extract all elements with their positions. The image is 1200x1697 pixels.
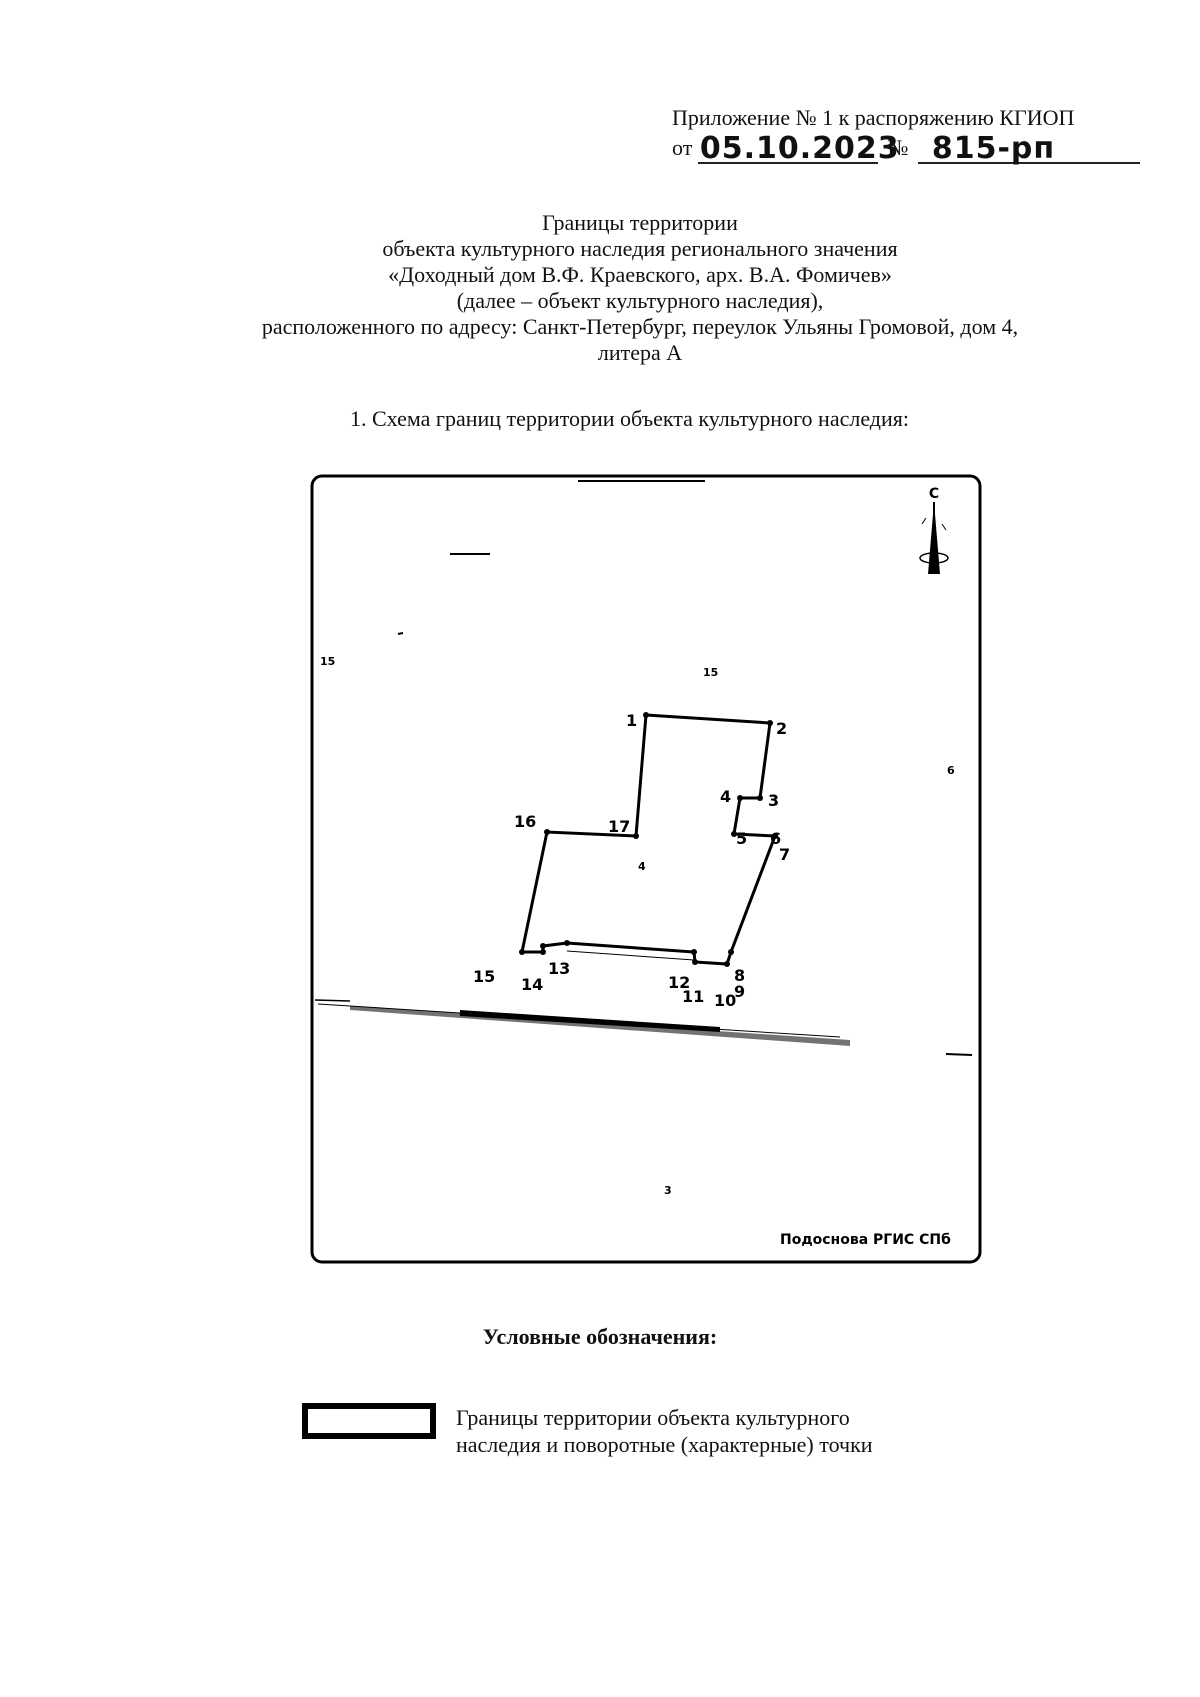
basemap-line (314, 999, 351, 1002)
order-date: 05.10.2023 (699, 131, 900, 166)
source-caption: Подоснова РГИС СПб (780, 1232, 951, 1248)
title-line: литера А (597, 340, 683, 365)
legend-title: Условные обозначения: (482, 1324, 718, 1349)
boundary-point (519, 949, 525, 955)
boundary-point (692, 959, 698, 965)
boundary-point (691, 949, 697, 955)
boundary-point (540, 943, 546, 949)
point-label: 14 (521, 975, 543, 994)
title-line: «Доходный дом В.Ф. Краевского, арх. В.А.… (388, 262, 892, 287)
parcel-label: 6 (947, 764, 955, 777)
appendix-text: Приложение № 1 к распоряжению КГИОП (672, 105, 1075, 130)
point-label: 13 (548, 959, 570, 978)
number-label: № (887, 135, 909, 160)
legend-item-text: Границы территории объекта культурного н… (456, 1404, 873, 1458)
boundary-point (633, 833, 639, 839)
boundary-point (772, 833, 778, 839)
document-title: Границы территории объекта культурного н… (160, 210, 1120, 366)
legend-text-line: Границы территории объекта культурного (456, 1405, 850, 1430)
point-label: 17 (608, 817, 630, 836)
order-number: 815-рп (931, 131, 1056, 166)
from-label: от (672, 135, 693, 160)
boundary-point (757, 795, 763, 801)
legend-text-line: наследия и поворотные (характерные) точк… (456, 1432, 873, 1457)
boundary-point (544, 829, 550, 835)
boundary-point (564, 940, 570, 946)
point-label: 4 (720, 787, 731, 806)
point-label: 8 (734, 966, 745, 985)
point-label: 6 (770, 829, 781, 848)
point-label: 16 (514, 812, 536, 831)
characteristic-points (519, 712, 778, 967)
street-edge (350, 1006, 850, 1046)
legend-boundary-symbol (302, 1403, 436, 1439)
boundary-point (724, 961, 730, 967)
parcel-label: 15 (320, 655, 335, 668)
street-line (317, 1003, 841, 1038)
boundary-point (737, 795, 743, 801)
point-label: 9 (734, 982, 745, 1001)
boundary-point (540, 949, 546, 955)
boundary-point (767, 720, 773, 726)
point-labels: 1 2 3 4 5 6 7 8 9 10 11 12 13 14 15 16 1… (473, 711, 790, 1010)
boundary-point (728, 949, 734, 955)
boundary-scheme: С 15 15 6 4 3 1 2 3 4 5 6 7 8 9 10 (310, 474, 982, 1264)
basemap-line (397, 632, 404, 635)
title-line: Границы территории (542, 210, 738, 235)
parcel-label: 4 (638, 860, 646, 873)
boundary-point (643, 712, 649, 718)
point-label: 15 (473, 967, 495, 986)
inner-line (566, 950, 695, 961)
title-line: (далее – объект культурного наследия), (456, 288, 824, 313)
point-label: 5 (736, 829, 747, 848)
point-label: 11 (682, 987, 704, 1006)
title-line: объекта культурного наследия регионально… (382, 236, 898, 261)
north-label: С (929, 486, 939, 502)
title-line: расположенного по адресу: Санкт-Петербур… (261, 314, 1019, 339)
scheme-frame (310, 474, 982, 1264)
parcel-label: 15 (703, 666, 718, 679)
point-label: 7 (779, 845, 790, 864)
north-arrow-icon: С (919, 486, 949, 574)
point-label: 2 (776, 719, 787, 738)
parcel-label: 3 (664, 1184, 672, 1197)
point-label: 1 (626, 711, 637, 730)
appendix-header: Приложение № 1 к распоряжению КГИОП от 0… (672, 104, 1140, 164)
section-1-heading: 1. Схема границ территории объекта культ… (350, 406, 910, 431)
point-label: 10 (714, 991, 736, 1010)
order-reference: от 05.10.2023 № 815-рп (672, 132, 1140, 164)
boundary-point (731, 831, 737, 837)
point-label: 12 (668, 973, 690, 992)
point-label: 3 (768, 791, 779, 810)
basemap-line (945, 1053, 973, 1056)
